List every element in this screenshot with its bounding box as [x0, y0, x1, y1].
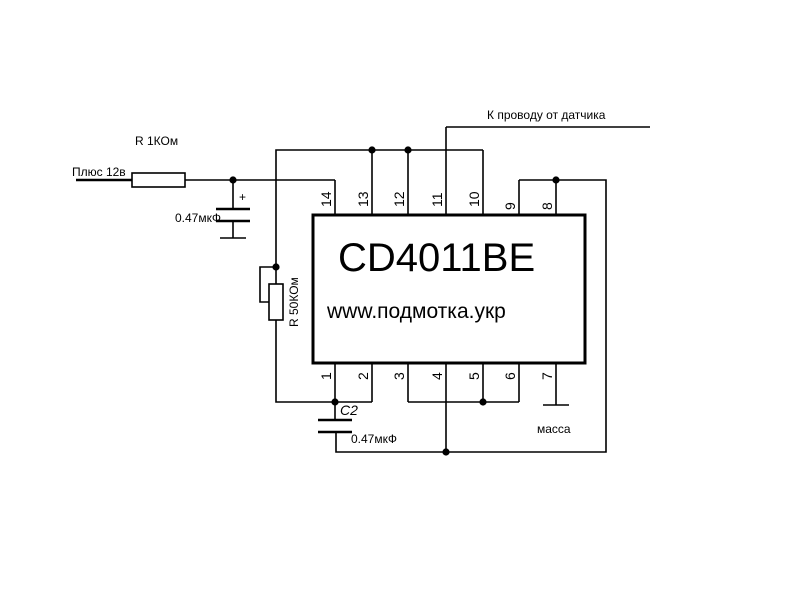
r2-label: R 50КОм	[287, 277, 301, 327]
top-pin-leads	[334, 127, 557, 215]
capacitor-c1	[216, 180, 250, 239]
pin-5-label: 5	[466, 372, 482, 380]
pin-12-label: 12	[391, 191, 407, 207]
pin-11-label: 11	[429, 192, 445, 207]
bottom-pin-leads	[334, 363, 557, 405]
ic-body	[311, 213, 587, 365]
pin-10-label: 10	[466, 191, 482, 207]
resistor-r1	[131, 172, 186, 188]
sensor-label: К проводу от датчика	[487, 108, 606, 122]
bottom-wiring	[408, 401, 569, 452]
bottom-pin-numbers: 1 2 3 4 5 6 7	[318, 372, 555, 380]
pin-1-label: 1	[318, 372, 334, 380]
c2-name-label: C2	[340, 402, 358, 418]
pin-2-label: 2	[355, 372, 371, 380]
top-wiring	[185, 126, 650, 453]
chip-name: CD4011BE	[338, 236, 535, 280]
plus-12v-label: Плюс 12в	[72, 165, 126, 179]
c2-value-label: 0.47мкФ	[351, 432, 397, 446]
top-pin-numbers: 14 13 12 11 10 9 8	[318, 191, 555, 210]
r1-label: R 1КОм	[135, 134, 178, 148]
pin-6-label: 6	[502, 372, 518, 380]
c1-value-label: 0.47мкФ	[175, 211, 221, 225]
c1-polarity-label: +	[239, 190, 246, 204]
pin-9-label: 9	[502, 202, 518, 210]
ground-label: масса	[537, 422, 571, 436]
pin-14-label: 14	[318, 191, 334, 207]
pin-8-label: 8	[539, 202, 555, 210]
pin-3-label: 3	[391, 372, 407, 380]
junction-dots	[229, 146, 560, 456]
pin-7-label: 7	[539, 372, 555, 380]
pin-13-label: 13	[355, 191, 371, 207]
chip-website: www.подмотка.укр	[326, 300, 506, 323]
potentiometer-r2	[259, 266, 372, 403]
pin-4-label: 4	[429, 372, 445, 380]
